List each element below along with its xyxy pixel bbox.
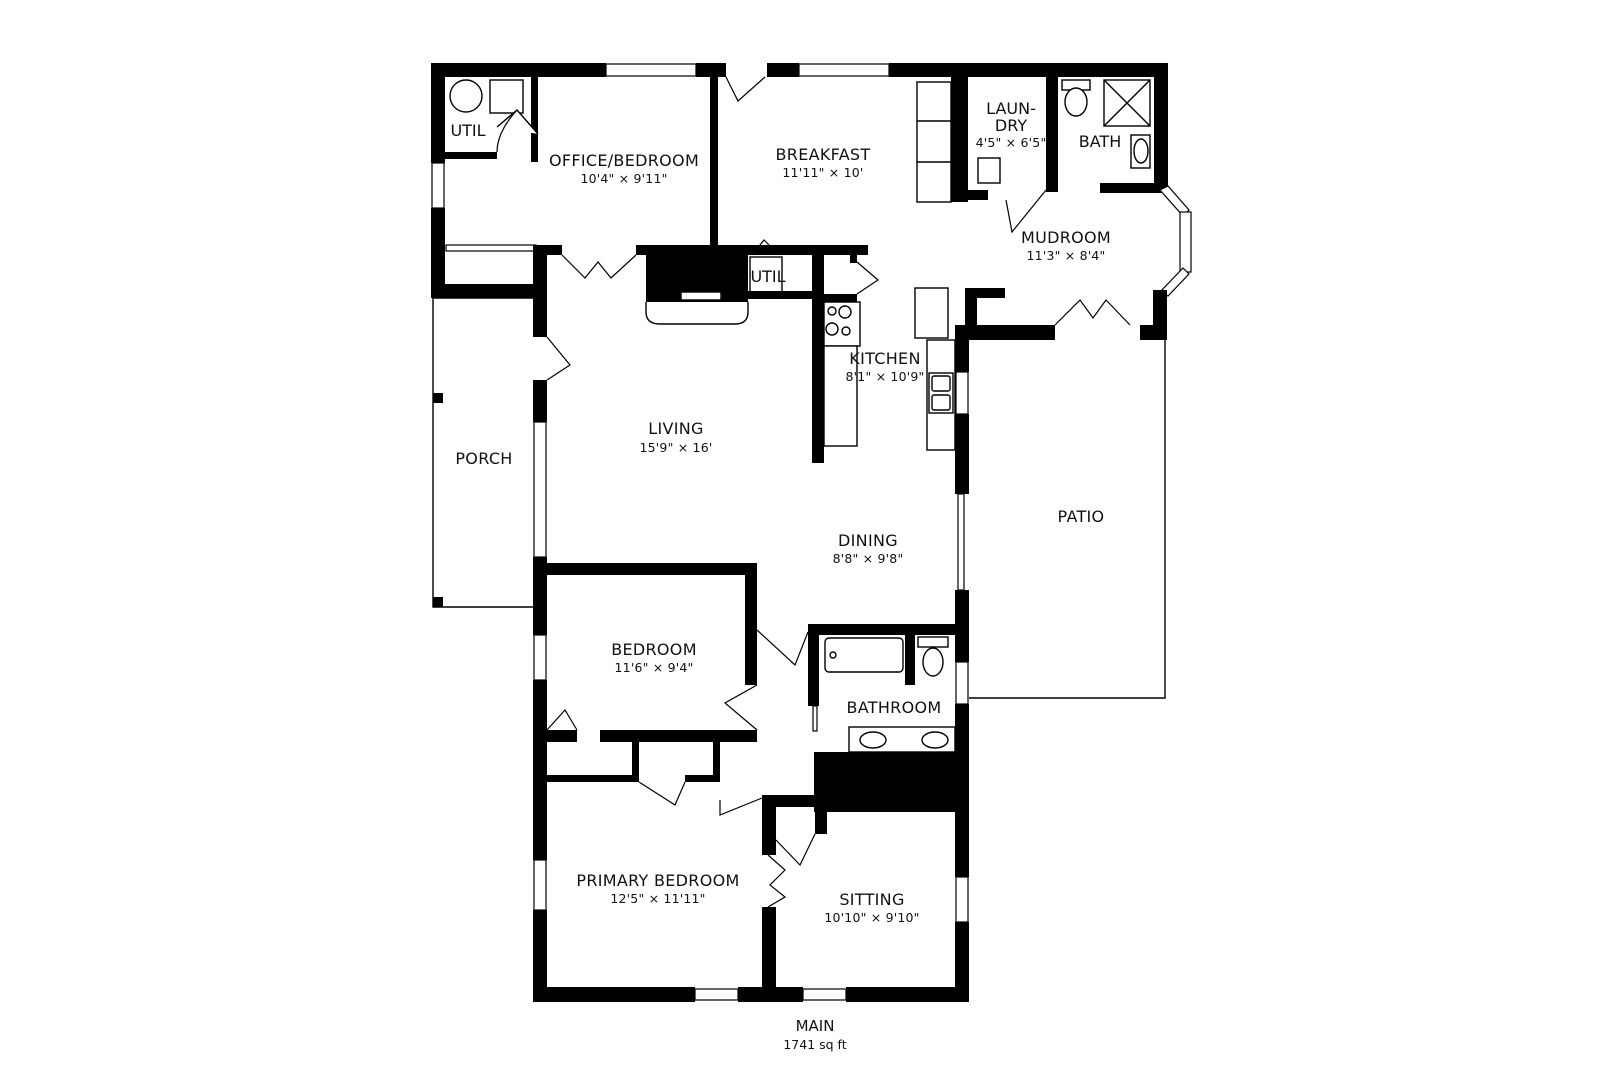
room-label-mudroom: MUDROOM	[1021, 228, 1111, 247]
dryer-icon	[489, 79, 524, 114]
washer-icon	[449, 79, 483, 113]
room-dims-laundry: 4'5" × 6'5"	[976, 135, 1047, 150]
sink-icon	[921, 731, 949, 749]
room-label-dining: DINING	[838, 531, 898, 550]
room-dims-kitchen: 8'1" × 10'9"	[846, 369, 925, 384]
floor-area: 1741 sq ft	[783, 1037, 846, 1052]
sink-icon	[859, 731, 887, 749]
room-label-living: LIVING	[648, 419, 703, 438]
room-label-sitting: SITTING	[839, 890, 904, 909]
room-dims-office-bedroom: 10'4" × 9'11"	[580, 171, 667, 186]
toilet-icon	[922, 647, 944, 677]
exterior-walls	[431, 63, 1192, 1002]
room-dims-living: 15'9" × 16'	[639, 440, 712, 455]
room-dims-bedroom: 11'6" × 9'4"	[615, 660, 694, 675]
room-label-kitchen: KITCHEN	[849, 349, 920, 368]
room-dims-dining: 8'8" × 9'8"	[833, 551, 904, 566]
toilet-tank-icon	[917, 636, 949, 648]
room-dims-breakfast: 11'11" × 10'	[782, 165, 863, 180]
floor-name: MAIN	[796, 1017, 835, 1035]
room-label-office-bedroom: OFFICE/BEDROOM	[549, 151, 699, 170]
room-label-patio: PATIO	[1058, 507, 1105, 526]
room-label-bedroom: BEDROOM	[611, 640, 697, 659]
room-label-util-nw: UTIL	[450, 121, 485, 140]
patio-outline	[969, 338, 1166, 699]
room-label-laundry-line2: DRY	[995, 116, 1027, 135]
room-dims-mudroom: 11'3" × 8'4"	[1027, 248, 1106, 263]
room-label-primary-bedroom: PRIMARY BEDROOM	[576, 871, 739, 890]
room-label-porch: PORCH	[455, 449, 512, 468]
room-label-breakfast: BREAKFAST	[776, 145, 871, 164]
bathtub-icon	[824, 637, 904, 673]
room-label-bath: BATH	[1079, 132, 1121, 151]
room-label-util-center: UTIL	[750, 267, 785, 286]
interior-walls	[445, 77, 1154, 992]
room-dims-primary-bedroom: 12'5" × 11'11"	[610, 891, 705, 906]
toilet-icon	[1064, 87, 1088, 117]
doors	[496, 76, 1131, 908]
room-label-laundry-line1: LAUN-	[986, 99, 1036, 118]
fixtures	[449, 79, 1151, 753]
room-label-bathroom: BATHROOM	[847, 698, 942, 717]
utility-sink-icon	[977, 157, 1001, 184]
room-dims-sitting: 10'10" × 9'10"	[824, 910, 919, 925]
